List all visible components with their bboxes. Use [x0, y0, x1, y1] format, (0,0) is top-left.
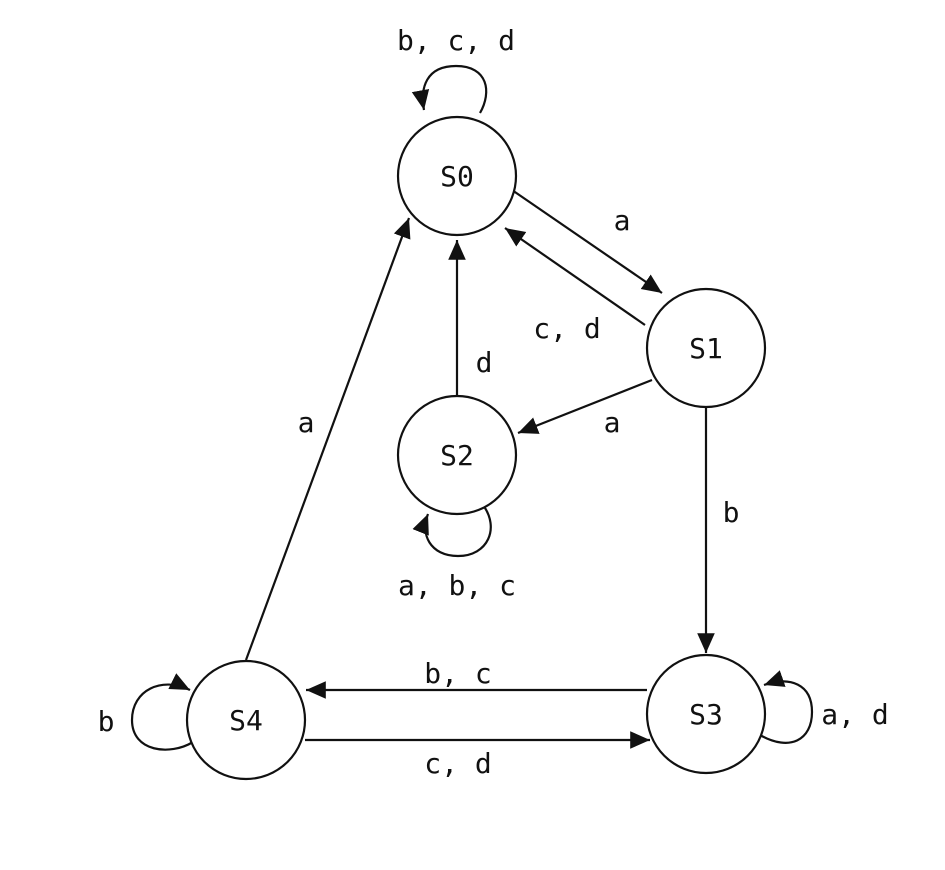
state-s4: S4 — [185, 659, 307, 781]
state-s2-label: S2 — [440, 439, 474, 472]
label-s3-self: a, d — [821, 698, 888, 731]
label-s0-self: b, c, d — [397, 24, 515, 57]
state-s1: S1 — [645, 287, 767, 409]
self-loop-s2 — [412, 504, 492, 558]
state-s1-circle — [645, 287, 767, 409]
self-loop-s0 — [411, 64, 488, 114]
state-s1-label: S1 — [689, 332, 723, 365]
state-s4-circle — [185, 659, 307, 781]
state-s3-label: S3 — [689, 698, 723, 731]
state-s3: S3 — [645, 653, 767, 775]
label-s1-to-s2: a — [604, 406, 621, 439]
state-s3-circle — [645, 653, 767, 775]
edge-s0-to-s1 — [511, 189, 663, 294]
label-s4-self: b — [98, 705, 115, 738]
state-s0: S0 — [396, 115, 518, 237]
self-loop-s3 — [759, 670, 814, 744]
state-s2-circle — [396, 394, 518, 516]
state-s2: S2 — [396, 394, 518, 516]
edge-s1-to-s2 — [517, 378, 653, 435]
edge-s4-to-s0 — [244, 217, 411, 661]
self-loop-s4 — [130, 673, 194, 751]
label-s4-to-s3: c, d — [424, 747, 491, 780]
label-s1-to-s0: c, d — [533, 312, 600, 345]
state-s0-circle — [396, 115, 518, 237]
label-s2-to-s0: d — [476, 346, 493, 379]
edge-s1-to-s0 — [504, 227, 646, 326]
label-s0-to-s1: a — [614, 204, 631, 237]
label-s4-to-s0: a — [298, 406, 315, 439]
state-s0-label: S0 — [440, 160, 474, 193]
label-s2-self: a, b, c — [398, 569, 516, 602]
state-s4-label: S4 — [229, 704, 263, 737]
label-s3-to-s4: b, c — [424, 657, 491, 690]
label-s1-to-s3: b — [723, 496, 740, 529]
